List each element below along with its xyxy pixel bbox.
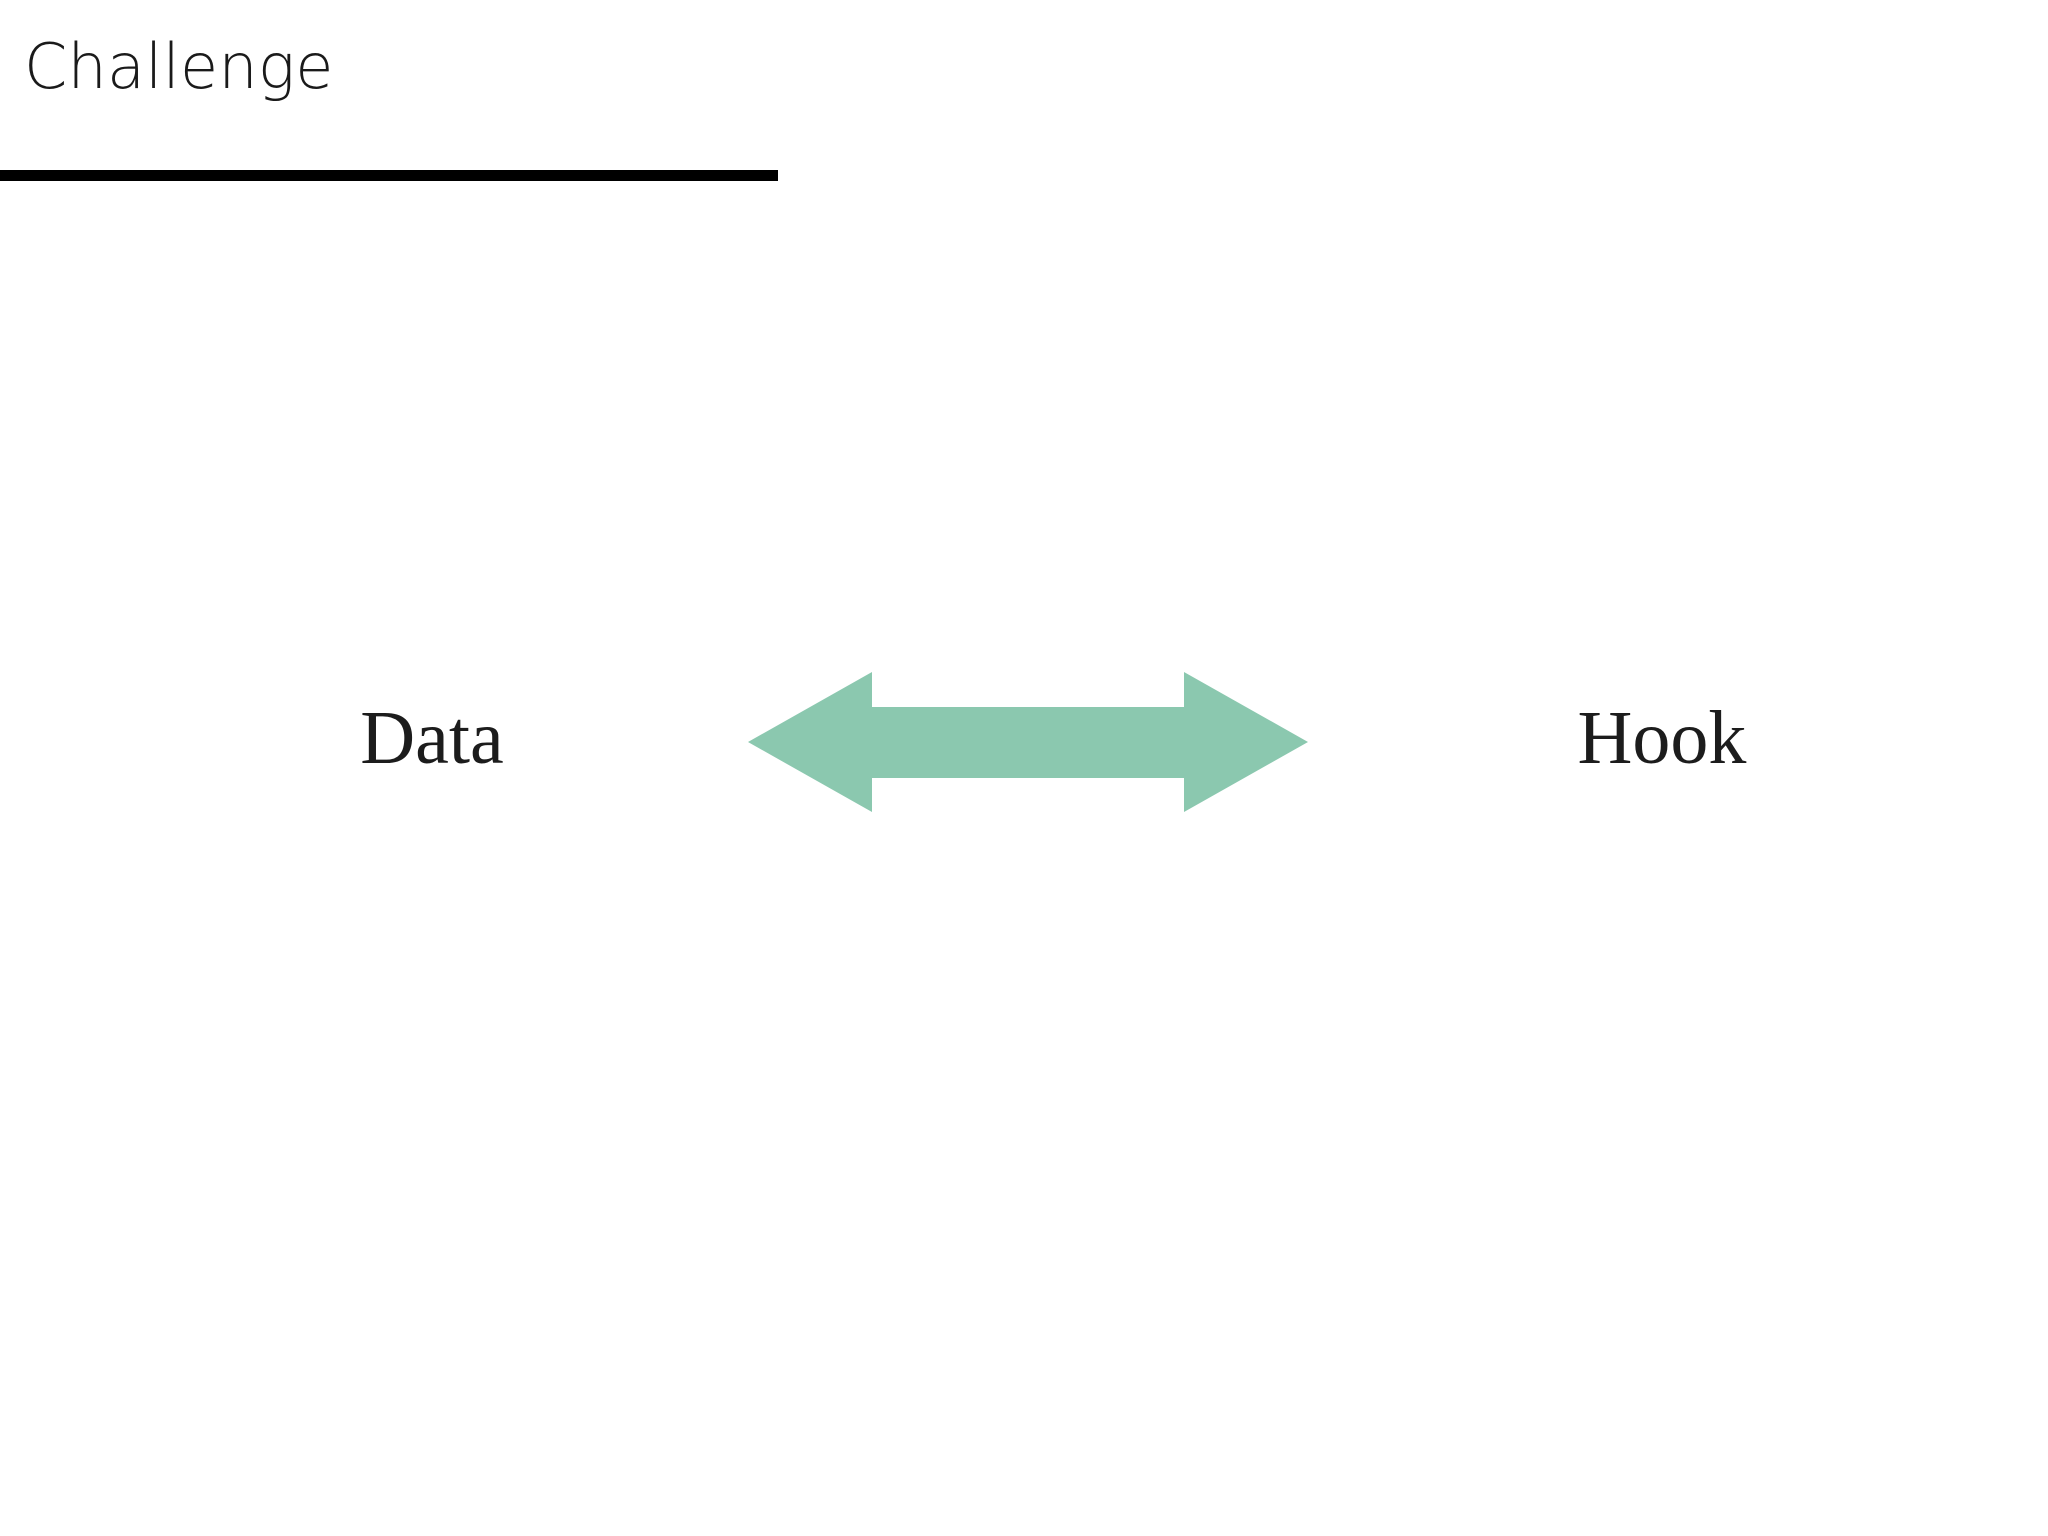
double-headed-arrow-icon — [740, 660, 1316, 826]
diagram-label-hook: Hook — [1577, 696, 1747, 780]
slide-header: Challenge — [0, 0, 2048, 200]
page-title: Challenge — [24, 30, 334, 103]
diagram-label-data: Data — [360, 696, 504, 780]
title-underline-rule — [0, 170, 778, 181]
